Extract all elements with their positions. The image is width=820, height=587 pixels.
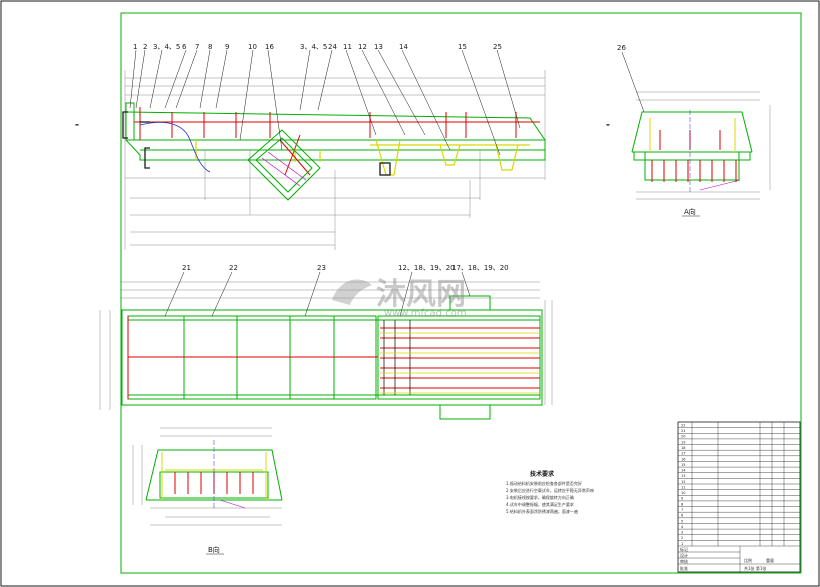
tb-scale: 比例 (744, 557, 752, 563)
balloon-10: 10 (248, 43, 257, 51)
front-elevation-view: 1 2 3、4、5 6 7 8 9 10 3、4、5 24 11 12 13 1… (122, 43, 546, 250)
bom-row-index: 21 (681, 429, 685, 433)
balloon-3-4-5: 3、4、5 (153, 43, 180, 51)
balloon-7: 7 (195, 43, 199, 51)
note-line-1: 1.振动给料机安装前应检查各部件是否完好 (506, 480, 582, 486)
watermark-logo-icon (332, 279, 372, 305)
balloon-26: 26 (617, 44, 626, 52)
watermark: 沐风网 www.mfcad.com (332, 277, 467, 319)
watermark-url: www.mfcad.com (384, 308, 467, 319)
balloon-14: 14 (399, 43, 408, 51)
technical-notes: 技术要求 1.振动给料机安装前应检查各部件是否完好 2.安装后应进行空载试车，运… (506, 470, 594, 514)
note-line-4: 4.试车中调整振幅，使其满足生产要求 (506, 501, 574, 507)
side-marker-right: ▬ (606, 122, 610, 127)
sheet-inner-border (120, 12, 802, 574)
tb-approve: 批准 (680, 565, 688, 571)
side-marker-left: ▬ (75, 122, 79, 127)
bom-row-index: 7 (681, 508, 683, 512)
note-line-5: 5.给料机外表面涂防锈漆两遍，面漆一遍 (506, 508, 578, 514)
note-line-3: 3.电机接线按要求，确保旋转方向正确 (506, 494, 574, 500)
balloon-25: 25 (493, 43, 502, 51)
bom-row-index: 9 (681, 497, 683, 501)
bom-row-index: 15 (681, 463, 685, 467)
balloon-24: 24 (328, 43, 337, 51)
bom-row-index: 1 (681, 542, 683, 546)
balloon-10b: 16 (265, 43, 274, 51)
bom-row-index: 10 (681, 491, 685, 495)
bom-row-index: 22 (681, 423, 685, 427)
balloon-3-4-5b: 3、4、5 (300, 43, 327, 51)
balloon-15: 15 (458, 43, 467, 51)
bom-row-index: 12 (681, 480, 685, 484)
bom-row-index: 17 (681, 452, 685, 456)
bom-row-index: 13 (681, 474, 685, 478)
watermark-brand: 沐风网 (376, 277, 466, 312)
note-line-2: 2.安装后应进行空载试车，运转应平稳无异常声响 (506, 487, 594, 493)
balloon-21: 21 (182, 264, 191, 272)
bom-row-index: 20 (681, 435, 685, 439)
bom-row-index: 16 (681, 457, 685, 461)
balloon-1: 1 (133, 43, 137, 51)
bom-row-index: 19 (681, 440, 685, 444)
bom-row-index: 5 (681, 519, 683, 523)
bom-row-index: 8 (681, 502, 683, 506)
tb-design: 设计 (680, 552, 688, 558)
balloon-2: 2 (143, 43, 147, 51)
bottom-view-b: B向 (132, 427, 283, 555)
side-view-a: 26 A向 (617, 44, 771, 217)
view-label-b: B向 (208, 545, 220, 554)
tb-sheets: 共1张 第1张 (744, 565, 766, 571)
bom-row-index: 11 (681, 485, 685, 489)
bom-row-index: 2 (681, 536, 683, 540)
balloon-13: 13 (374, 43, 383, 51)
balloon-9: 9 (225, 43, 229, 51)
bom-row-index: 3 (681, 531, 683, 535)
balloon-12: 12 (358, 43, 367, 51)
balloon-8: 8 (208, 43, 212, 51)
balloon-22: 22 (229, 264, 238, 272)
bom-row-index: 6 (681, 514, 683, 518)
bom-row-index: 4 (681, 525, 684, 529)
balloon-6: 6 (182, 43, 187, 51)
balloon-12-18-19-20: 12、18、19、20 (398, 264, 455, 272)
plan-view: 21 22 23 12、18、19、20 17、18、19、20 (99, 264, 553, 420)
bom-row-index: 18 (681, 446, 685, 450)
balloon-11: 11 (343, 43, 352, 51)
balloon-23: 23 (317, 264, 326, 272)
tb-review: 审核 (680, 558, 688, 564)
view-label-a: A向 (684, 207, 696, 216)
notes-title: 技术要求 (530, 470, 555, 478)
balloon-17-18-19-20: 17、18、19、20 (452, 264, 509, 272)
tb-weight: 重量 (766, 557, 774, 563)
bom-row-index: 14 (681, 469, 686, 473)
tb-mark: 标记 (680, 546, 688, 552)
